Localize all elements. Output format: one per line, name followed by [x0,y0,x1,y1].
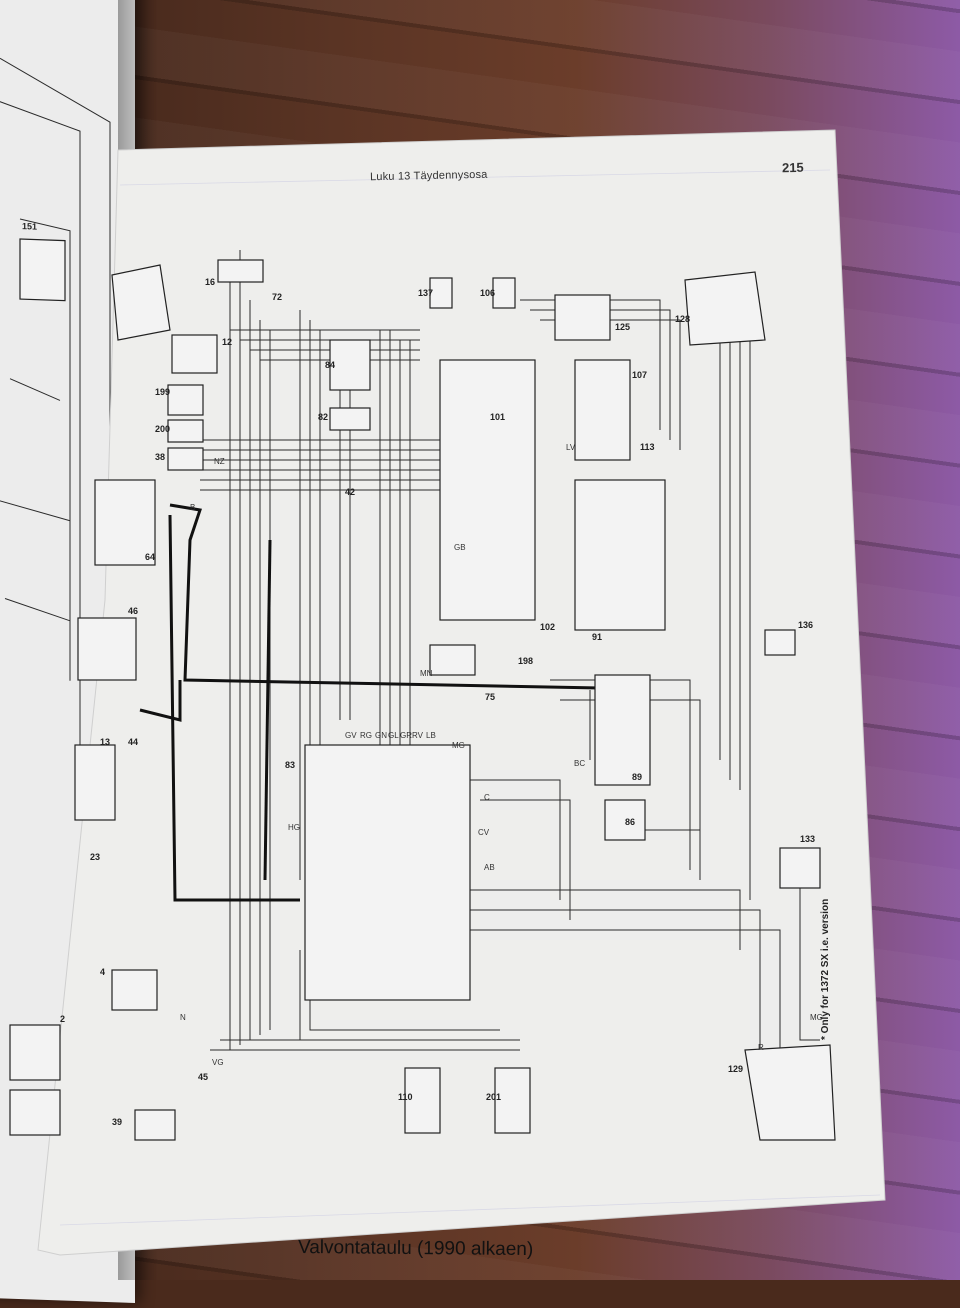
label-4: 4 [100,967,105,977]
svg-text:NZ: NZ [214,457,225,466]
label-75: 75 [485,692,495,702]
label-12: 12 [222,337,232,347]
label-44: 44 [128,737,138,747]
label-82: 82 [318,412,328,422]
label-198: 198 [518,656,533,666]
label-46: 46 [128,606,138,616]
svg-text:C: C [484,793,490,802]
label-13: 13 [100,737,110,747]
component-boxes [9,259,836,1141]
svg-text:GN: GN [375,731,387,740]
svg-text:MG: MG [452,741,465,750]
label-72: 72 [272,292,282,302]
label-42: 42 [345,487,355,497]
svg-text:VG: VG [212,1058,224,1067]
wiring-diagram-page: 46 64 44 13 23 4 2 45 39 38 200 199 12 8… [9,129,886,1261]
label-39: 39 [112,1117,122,1127]
svg-text:BC: BC [574,759,585,768]
page-rule-lines [59,169,881,1226]
previous-page: 151 [0,0,135,1304]
label-23: 23 [90,852,100,862]
svg-text:GR: GR [400,731,412,740]
svg-text:R: R [758,1043,764,1052]
page-sheet: 46 64 44 13 23 4 2 45 39 38 200 199 12 8… [9,129,886,1256]
label-129: 129 [728,1064,743,1074]
component-128-left [111,264,171,341]
wire-code-labels: N B GV RG GN GL GR RV LB MG MN BC CV AB … [180,443,823,1067]
label-133: 133 [800,834,815,844]
label-64: 64 [145,552,155,562]
label-113: 113 [640,442,655,452]
label-200: 200 [155,424,170,434]
svg-text:MN: MN [420,669,433,678]
svg-text:GB: GB [454,543,466,552]
label-201: 201 [486,1092,501,1102]
svg-text:B: B [190,503,195,512]
label-86: 86 [625,817,635,827]
page-number: 215 [781,159,804,176]
label-89: 89 [632,772,642,782]
label-2: 2 [60,1014,65,1024]
label-45: 45 [198,1072,208,1082]
component-label-151: 151 [22,221,37,232]
wiring-harness [200,250,820,1051]
label-137: 137 [418,288,433,298]
label-136: 136 [798,620,813,630]
svg-text:RV: RV [412,731,424,740]
diagram-caption: Valvontataulu (1990 alkaen) [297,1236,534,1261]
label-128: 128 [675,314,690,324]
svg-text:RG: RG [360,731,372,740]
label-84: 84 [325,360,335,370]
label-16: 16 [205,277,215,287]
label-110: 110 [398,1092,413,1102]
svg-text:N: N [180,1013,186,1022]
svg-text:LV: LV [566,443,576,452]
label-102: 102 [540,622,555,632]
component-labels: 46 64 44 13 23 4 2 45 39 38 200 199 12 8… [60,277,815,1127]
label-199: 199 [155,387,170,397]
main-power-cable [139,503,601,902]
previous-page-diagram: 151 [0,57,111,802]
footnote: * Only for 1372 SX i.e. version [820,898,831,1040]
label-107: 107 [632,370,647,380]
svg-text:GV: GV [345,731,357,740]
svg-text:CV: CV [478,828,490,837]
label-91: 91 [592,632,602,642]
svg-text:MG: MG [810,1013,823,1022]
label-101: 101 [490,412,505,422]
page-title: Luku 13 Täydennysosa [369,168,488,184]
svg-text:LB: LB [426,731,436,740]
svg-text:HG: HG [288,823,300,832]
label-83: 83 [285,760,295,770]
label-125: 125 [615,322,630,332]
svg-text:GL: GL [388,731,399,740]
svg-text:AB: AB [484,863,495,872]
label-106: 106 [480,288,495,298]
label-38: 38 [155,452,165,462]
